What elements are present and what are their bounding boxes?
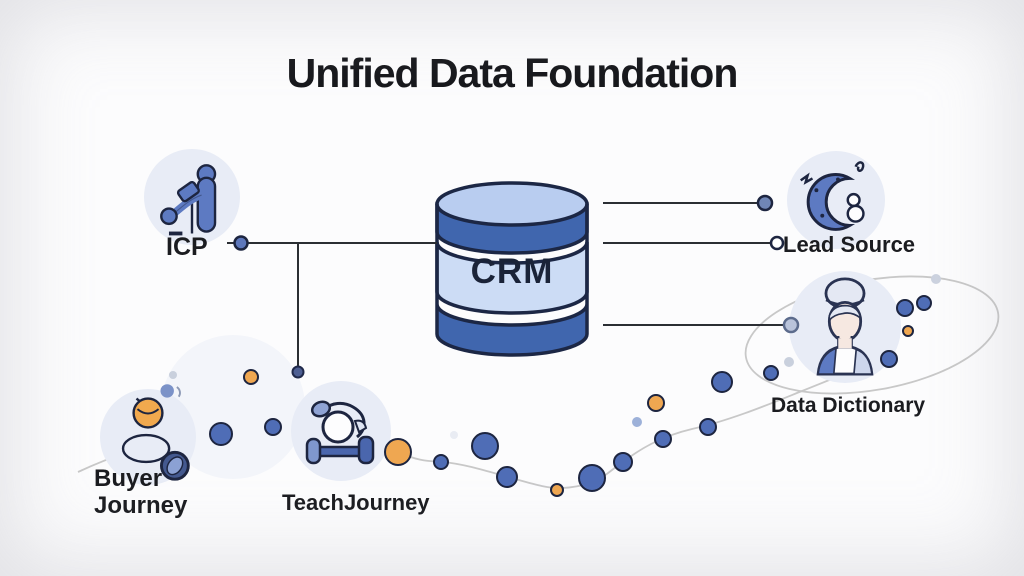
decor-dot (654, 430, 672, 448)
icp-label: ICP (166, 233, 208, 261)
prospect-figure-icon (160, 164, 217, 236)
decor-dot (578, 464, 606, 492)
decor-dot (763, 365, 779, 381)
crescent-globe-icon (800, 161, 865, 231)
decor-dot (902, 325, 914, 337)
decor-dot (433, 454, 449, 470)
lead-source-node-circle (787, 151, 885, 249)
crm-label: CRM (470, 252, 554, 291)
decor-dot (916, 295, 932, 311)
teach-journey-label: TeachJourney (282, 490, 430, 515)
decor-dot (699, 418, 717, 436)
buyer-journey-node-circle (100, 384, 196, 485)
decor-dot (450, 431, 458, 439)
decor-dot (471, 432, 499, 460)
orange-loop-stethoscope-icon (121, 384, 190, 481)
page-title: Unified Data Foundation (286, 50, 739, 96)
decor-dot (632, 417, 642, 427)
decor-dot (496, 466, 518, 488)
data-dictionary-label: Data Dictionary (771, 394, 926, 417)
connector-endpoint (756, 194, 774, 212)
decor-dot (613, 452, 633, 472)
teach-journey-node-circle (291, 381, 391, 481)
decor-dot (711, 371, 733, 393)
scooter-dumbbell-icon (305, 400, 375, 465)
lead-source-label: Lead Source (783, 232, 916, 257)
decor-dot (550, 483, 564, 497)
decor-dot (931, 274, 941, 284)
buyer-journey-label-line1: Buyer (94, 465, 163, 492)
buyer-journey-label: Buyer Journey (94, 465, 188, 520)
database-cylinder-icon (435, 181, 589, 357)
buyer-journey-label-line2: Journey (94, 491, 188, 519)
connector-endpoint-open (769, 235, 785, 251)
data-dictionary-node-circle (789, 271, 901, 383)
decor-dot (647, 394, 665, 412)
icp-node-circle (144, 149, 240, 245)
person-avatar-icon (816, 277, 874, 376)
